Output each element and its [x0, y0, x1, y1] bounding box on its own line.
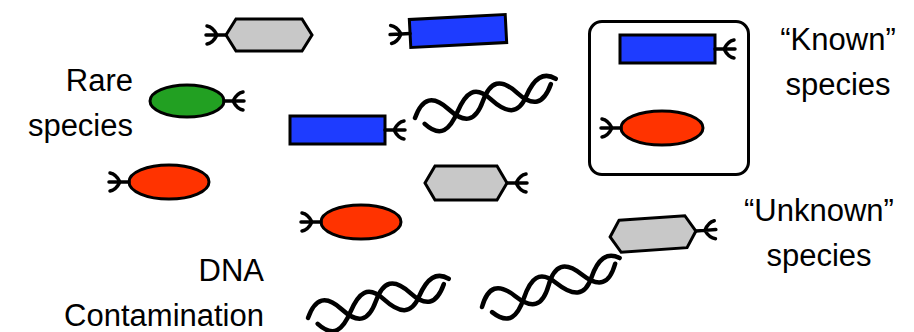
red-bacterium: [601, 111, 703, 145]
red-bacterium: [301, 205, 401, 239]
group-heading: “Known” species: [763, 17, 913, 107]
gray-bacterium: [425, 166, 527, 200]
annotation-label: DNA Contamination: [20, 248, 264, 332]
annotation-label: “Unknown” species: [728, 188, 910, 278]
group-box: “Known” species: [588, 20, 750, 176]
dna-strand: [305, 270, 455, 332]
dna-strand: [478, 249, 627, 325]
gray-bacterium: [609, 214, 717, 253]
blue-bacterium: [620, 35, 735, 63]
red-bacterium: [109, 165, 209, 199]
gray-bacterium: [206, 19, 312, 51]
green-bacterium: [150, 85, 244, 117]
blue-bacterium: [290, 116, 405, 144]
annotation-label: Rare species: [0, 58, 133, 148]
dna-strand: [412, 70, 562, 137]
blue-bacterium: [389, 15, 506, 49]
